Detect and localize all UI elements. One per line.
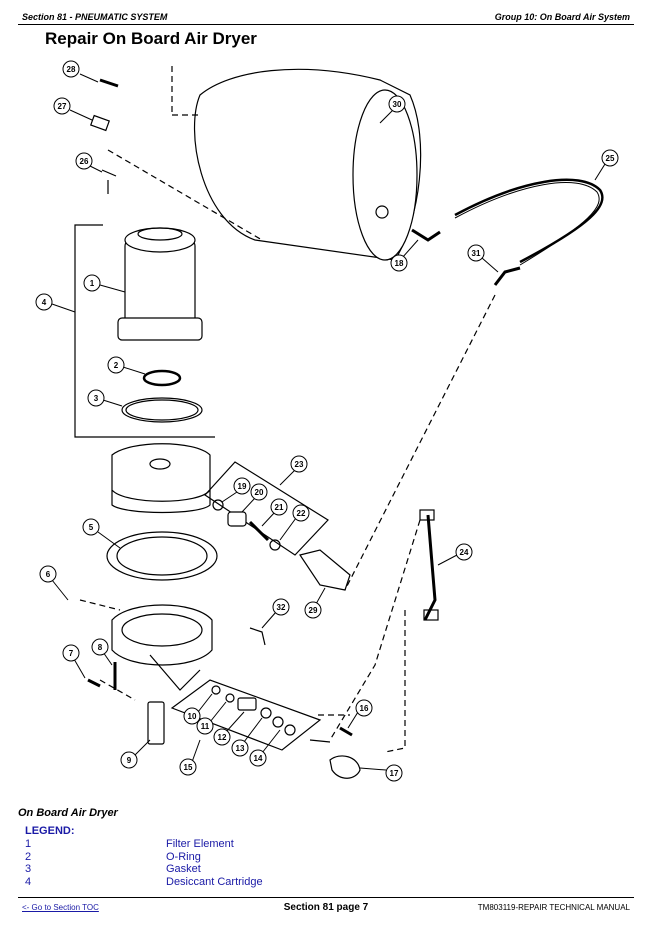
legend-number: 2 xyxy=(25,850,32,863)
callout-20: 20 xyxy=(241,483,268,513)
legend-description: O-Ring xyxy=(166,850,201,863)
callout-18: 18 xyxy=(390,239,419,272)
callout-11: 11 xyxy=(196,701,227,735)
callout-15: 15 xyxy=(179,739,201,776)
svg-text:30: 30 xyxy=(393,100,402,109)
page-number: Section 81 page 7 xyxy=(283,902,369,913)
svg-text:10: 10 xyxy=(188,712,197,721)
callout-8: 8 xyxy=(91,638,113,666)
callout-16: 16 xyxy=(347,699,373,729)
legend-description: Filter Element xyxy=(166,838,234,850)
callout-22: 22 xyxy=(279,504,310,541)
svg-text:31: 31 xyxy=(472,249,481,258)
svg-text:13: 13 xyxy=(236,744,245,753)
air-dryer-illustration: 28 27 26 30 25 18 31 1 4 2 3 23 19 20 21… xyxy=(35,60,619,782)
legend-row: 3 Gasket xyxy=(25,863,385,876)
callout-3: 3 xyxy=(87,389,123,407)
legend-list: 1 Filter Element 2 O-Ring 3 Gasket 4 Des… xyxy=(25,838,385,888)
svg-text:2: 2 xyxy=(114,361,119,370)
callout-19: 19 xyxy=(221,477,251,503)
svg-text:4: 4 xyxy=(42,298,47,307)
svg-text:21: 21 xyxy=(275,503,284,512)
page-title: Repair On Board Air Dryer xyxy=(45,29,257,48)
callout-17: 17 xyxy=(359,764,403,782)
callout-1: 1 xyxy=(83,274,126,293)
page-footer: <- Go to Section TOC Section 81 page 7 T… xyxy=(18,897,634,918)
svg-text:16: 16 xyxy=(360,704,369,713)
svg-text:25: 25 xyxy=(606,154,615,163)
callout-27: 27 xyxy=(53,97,93,121)
svg-text:23: 23 xyxy=(295,460,304,469)
callout-32: 32 xyxy=(261,598,290,629)
legend-title: LEGEND: xyxy=(25,825,75,837)
callout-4: 4 xyxy=(35,293,76,313)
svg-text:14: 14 xyxy=(254,754,263,763)
callout-2: 2 xyxy=(107,356,146,375)
callout-21: 21 xyxy=(261,498,288,527)
svg-text:6: 6 xyxy=(46,570,51,579)
callout-12: 12 xyxy=(213,711,245,746)
exploded-diagram: 28 27 26 30 25 18 31 1 4 2 3 23 19 20 21… xyxy=(0,50,652,805)
svg-text:20: 20 xyxy=(255,488,264,497)
figure-caption: On Board Air Dryer xyxy=(18,807,118,819)
svg-text:32: 32 xyxy=(277,603,286,612)
svg-text:15: 15 xyxy=(184,763,193,772)
legend-row: 4 Desiccant Cartridge xyxy=(25,876,385,889)
callout-25: 25 xyxy=(594,149,619,181)
group-title: Group 10: On Board Air System xyxy=(494,12,630,22)
svg-text:5: 5 xyxy=(89,523,94,532)
callout-24: 24 xyxy=(437,543,473,566)
svg-text:8: 8 xyxy=(98,643,103,652)
svg-text:3: 3 xyxy=(94,394,99,403)
svg-text:29: 29 xyxy=(309,606,318,615)
svg-text:1: 1 xyxy=(90,279,95,288)
svg-text:17: 17 xyxy=(390,769,399,778)
callout-group: 28 27 26 30 25 18 31 1 4 2 3 23 19 20 21… xyxy=(35,60,619,782)
svg-text:26: 26 xyxy=(80,157,89,166)
svg-text:12: 12 xyxy=(218,733,227,742)
svg-text:27: 27 xyxy=(58,102,67,111)
legend-number: 4 xyxy=(25,875,32,888)
callout-26: 26 xyxy=(75,152,103,173)
callout-9: 9 xyxy=(120,739,151,769)
legend-number: 1 xyxy=(25,838,32,850)
callout-7: 7 xyxy=(62,644,86,679)
section-toc-link[interactable]: <- Go to Section TOC xyxy=(22,903,99,912)
callout-10: 10 xyxy=(183,693,213,725)
svg-text:9: 9 xyxy=(127,756,132,765)
svg-text:19: 19 xyxy=(238,482,247,491)
svg-text:7: 7 xyxy=(69,649,74,658)
legend-row: 1 Filter Element xyxy=(25,838,385,851)
callout-6: 6 xyxy=(39,565,69,601)
legend-row: 2 O-Ring xyxy=(25,851,385,864)
legend-description: Gasket xyxy=(166,863,201,875)
callout-28: 28 xyxy=(62,60,99,83)
callout-29: 29 xyxy=(304,587,326,619)
callout-13: 13 xyxy=(231,717,263,757)
svg-text:11: 11 xyxy=(201,722,210,731)
page-header: Section 81 - PNEUMATIC SYSTEM Group 10: … xyxy=(18,8,634,25)
legend-number: 3 xyxy=(25,863,32,875)
callout-31: 31 xyxy=(467,244,499,273)
callout-23: 23 xyxy=(279,455,308,486)
callout-14: 14 xyxy=(249,729,281,767)
callout-30: 30 xyxy=(379,95,406,124)
svg-text:28: 28 xyxy=(67,65,76,74)
callout-5: 5 xyxy=(82,518,121,549)
svg-text:24: 24 xyxy=(460,548,469,557)
section-title: Section 81 - PNEUMATIC SYSTEM xyxy=(22,12,168,22)
svg-text:18: 18 xyxy=(395,259,404,268)
manual-title: TM803119-REPAIR TECHNICAL MANUAL xyxy=(477,903,630,912)
svg-text:22: 22 xyxy=(297,509,306,518)
legend-description: Desiccant Cartridge xyxy=(166,875,263,888)
